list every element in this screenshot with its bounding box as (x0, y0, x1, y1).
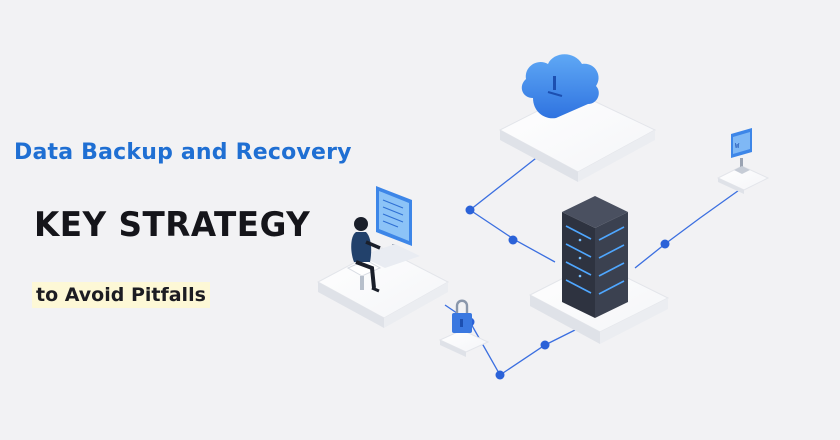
banner-headline: KEY STRATEGY (34, 205, 311, 245)
banner-tagline: to Avoid Pitfalls (32, 282, 210, 308)
network-node (495, 370, 505, 380)
network-node (660, 239, 670, 249)
network-node (540, 340, 550, 350)
desk-platform (316, 247, 450, 328)
padlock-icon (452, 299, 472, 333)
svg-text:W: W (735, 142, 740, 150)
person-at-desk-icon (346, 186, 420, 293)
server-rack-icon (562, 196, 628, 318)
cloud-icon (521, 54, 599, 119)
banner-subtitle: Data Backup and Recovery (14, 140, 352, 165)
network-node (465, 205, 475, 215)
padlock-platform (438, 329, 490, 357)
monitor-icon: W (731, 128, 752, 174)
network-node (508, 235, 518, 245)
